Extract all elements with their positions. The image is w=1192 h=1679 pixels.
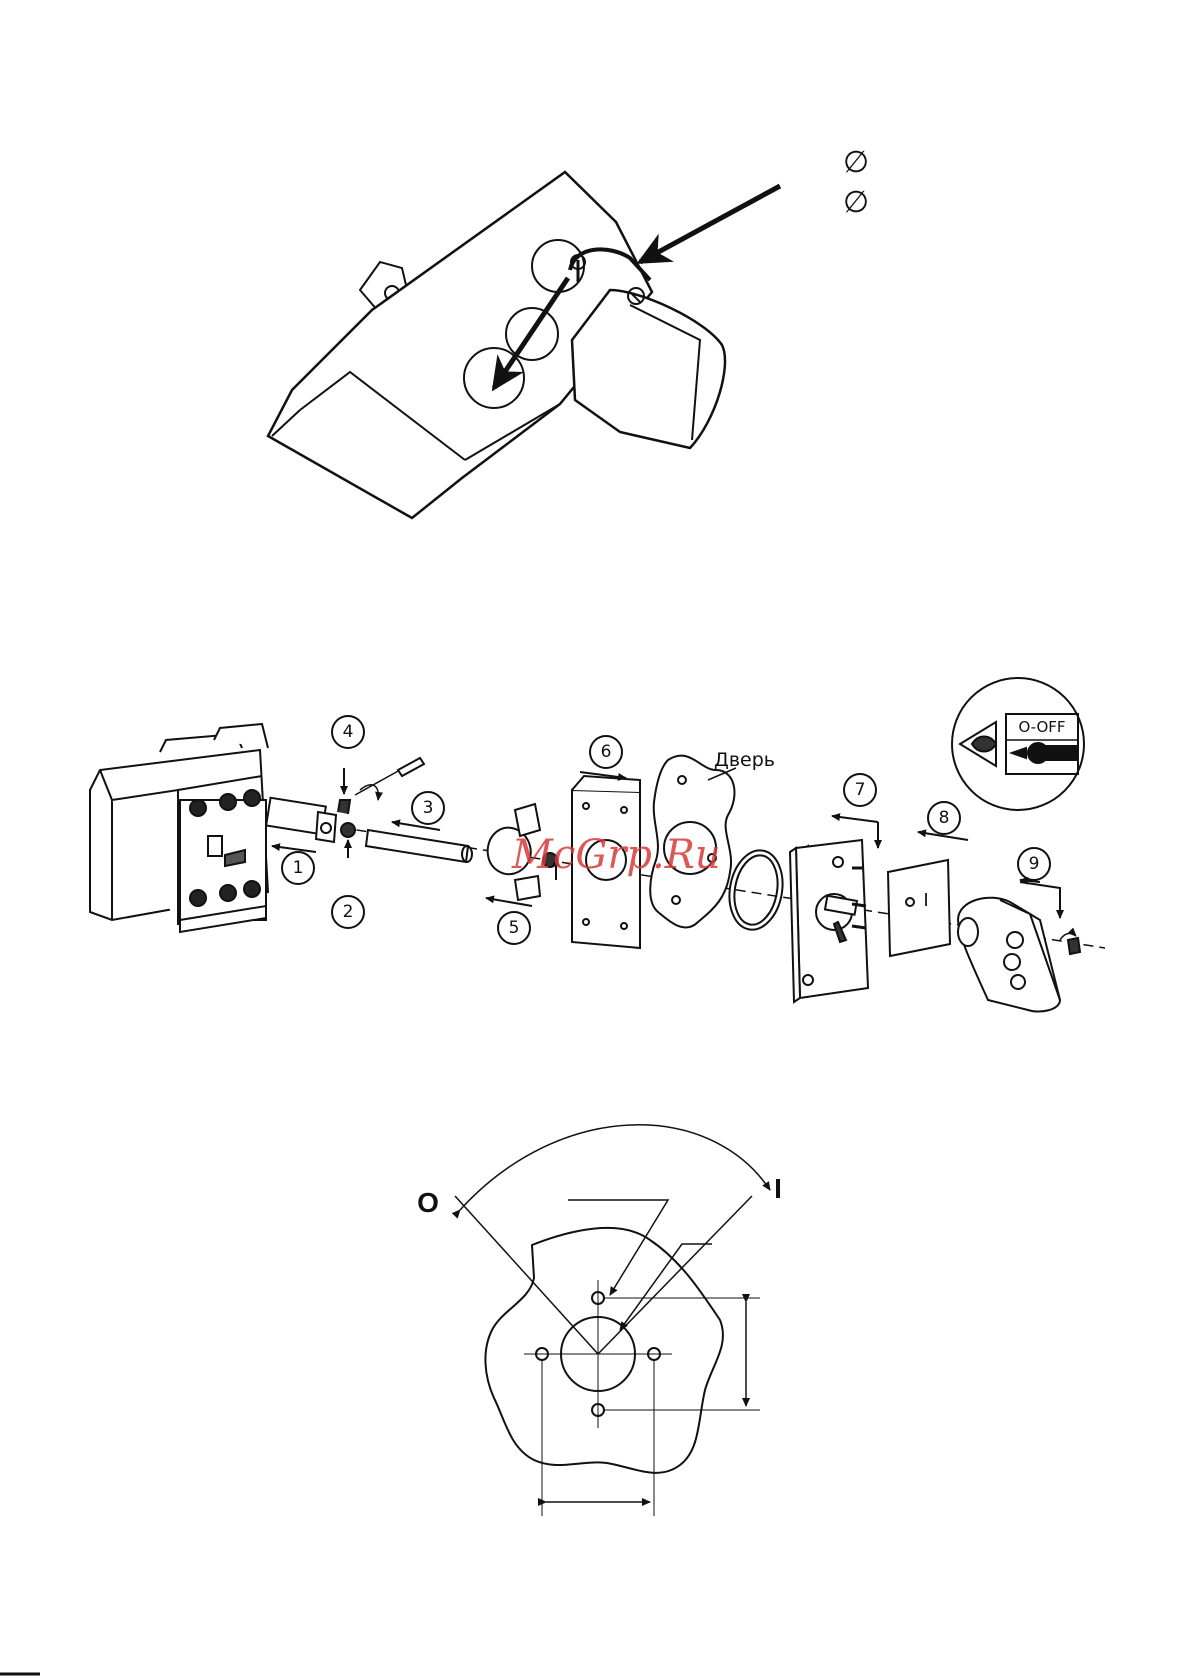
rotation-arc	[460, 1125, 770, 1210]
padlock-figure	[268, 172, 780, 518]
arrow-step-1	[272, 846, 316, 852]
step-label-4: 4	[343, 722, 354, 742]
plate-label: I	[923, 890, 928, 911]
step-label-3: 3	[423, 798, 434, 818]
step-label-8: 8	[939, 808, 950, 828]
label-plate	[888, 860, 950, 956]
rotary-handle	[958, 898, 1060, 1012]
door-label: Дверь	[714, 749, 775, 771]
watermark: McGrp.Ru	[511, 832, 721, 878]
position-on-label: I	[774, 1173, 782, 1204]
step-label-5: 5	[509, 918, 520, 938]
diameter-symbol-2: ∅	[843, 185, 869, 220]
step-label-9: 9	[1029, 854, 1040, 874]
front-mechanism	[790, 840, 868, 1002]
step-label-7: 7	[855, 780, 866, 800]
drilling-template	[455, 1125, 770, 1516]
diameter-symbols: ∅ ∅	[843, 145, 869, 220]
switch-body	[90, 724, 268, 932]
warning-label: O-OFF	[1018, 718, 1065, 736]
diameter-symbol-1: ∅	[843, 145, 869, 180]
step-label-6: 6	[601, 742, 612, 762]
shaft-coupler	[266, 798, 336, 842]
position-off-label: O	[417, 1187, 439, 1218]
o-ring	[723, 846, 788, 934]
cutout-outline	[485, 1228, 723, 1473]
step-label-2: 2	[343, 902, 354, 922]
arrow-step-7	[832, 816, 878, 822]
step-label-1: 1	[293, 858, 304, 878]
